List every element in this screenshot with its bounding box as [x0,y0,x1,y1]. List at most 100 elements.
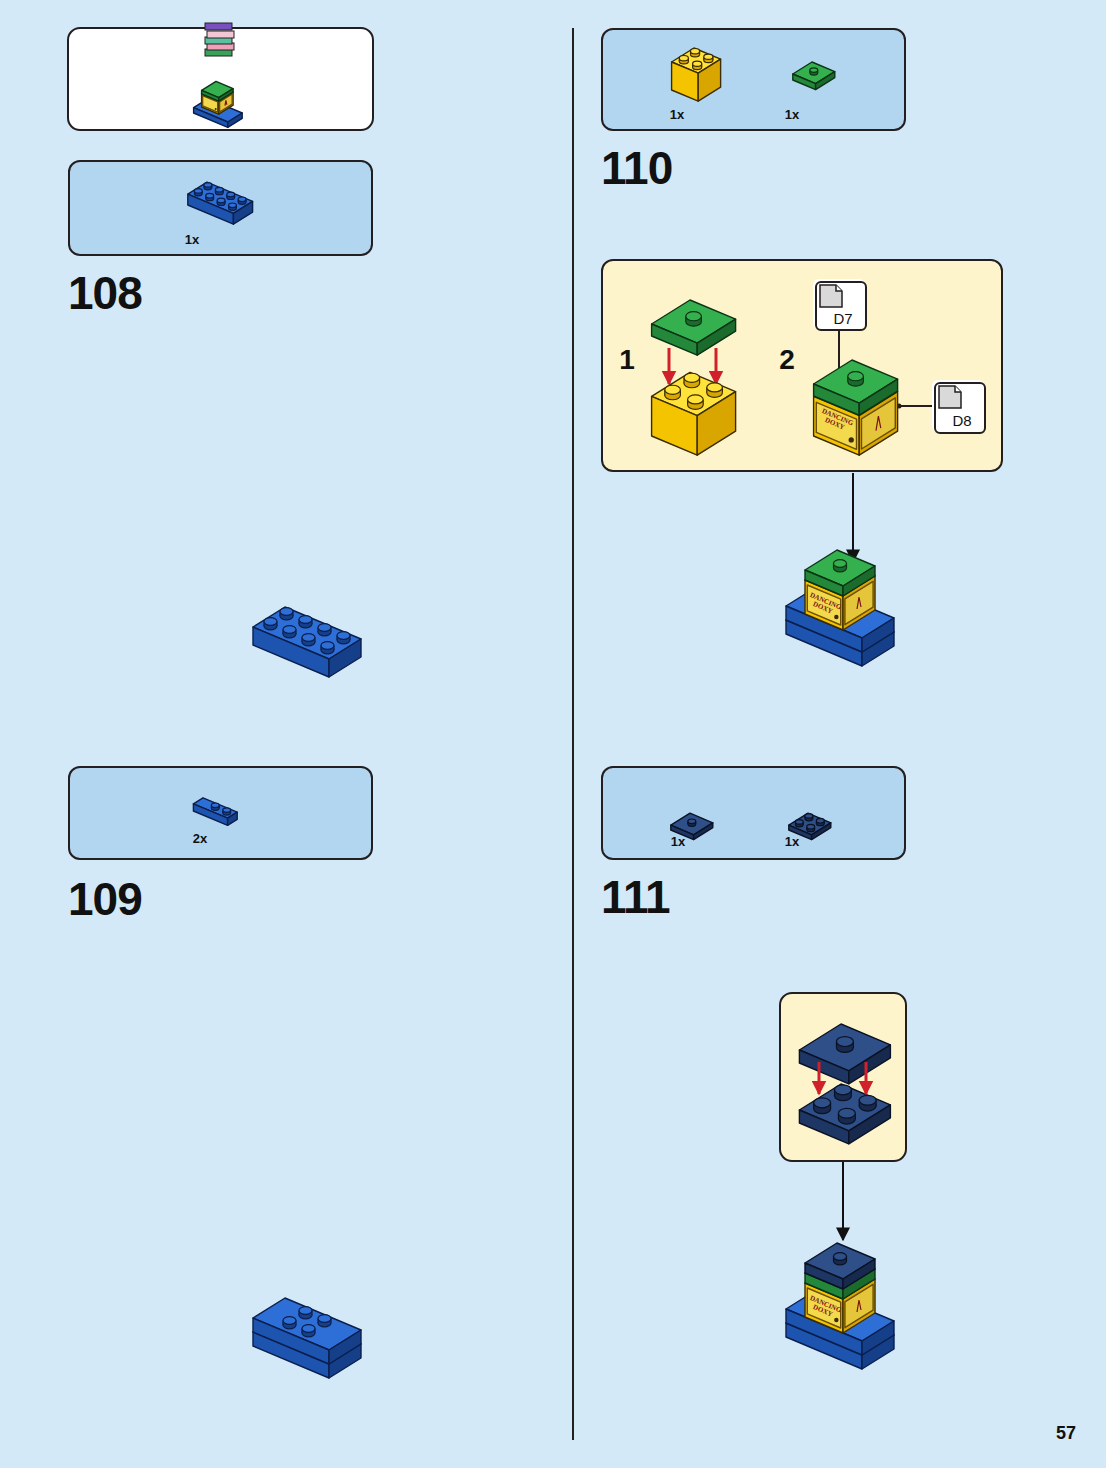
callout-panel [780,993,906,1161]
sticker-number: D7 [833,311,852,326]
stud [229,203,237,210]
lego-part [253,1298,361,1364]
stud [707,383,723,398]
leader-line [900,405,932,407]
parts-list: 2x [68,766,373,860]
lego-part [652,372,736,455]
assembly-arrow [715,348,718,384]
parts-list: 1x1x [601,766,906,860]
part-side [219,89,233,102]
step-number: 110 [601,145,672,191]
stud [704,54,713,62]
divider-line [572,28,574,1440]
stud [215,187,223,194]
sticker-print: DANCING DOXY [805,592,844,619]
stud [299,1307,312,1319]
part-side [228,113,242,127]
stud [283,626,296,638]
part-side [816,72,835,90]
sticker-icon [939,386,961,408]
parts-list: 1x [68,160,373,256]
sub-step-number: 2 [779,346,795,374]
part-side [694,823,713,840]
stud [223,808,231,815]
stud [299,616,312,628]
step-number: 109 [68,876,142,922]
stud [686,312,702,327]
lego-part [188,182,253,224]
callout-panel [601,259,1003,472]
stud [834,1253,847,1265]
parts-list: 1x1x [601,28,906,131]
sticker-number: D8 [952,413,971,428]
sticker-callout: D7 [815,281,867,331]
parts-panel [601,766,906,860]
stud [693,61,702,69]
step-arrow [842,1162,844,1240]
lego-part [253,607,361,677]
lego-part [814,360,898,415]
part-side [843,1259,875,1289]
part-side [188,194,234,224]
parts-panel [601,28,906,131]
stud [859,1095,876,1111]
sticker-print: DANCING DOXY [817,408,856,435]
assembly-arrow [818,1062,821,1094]
stud [684,373,700,388]
stud [795,820,803,827]
part-side [814,384,860,415]
sub-step-callout: D7D8 1 2 [601,259,1003,472]
brick-illustrations [188,23,898,1378]
lego-part [805,550,875,596]
quantity: 1x [671,835,685,848]
stud [206,193,214,200]
lego-part [202,81,234,101]
part-side [843,566,875,596]
stud [211,803,219,810]
sticker-callout: D8 [934,382,986,434]
stud [816,818,824,825]
stud [814,1098,831,1114]
step-number: 111 [601,874,670,920]
lego-part [799,1084,890,1144]
assembly-arrow [668,348,671,384]
preview-box [68,28,373,130]
assembly-arrows [819,1062,866,1094]
page-number: 57 [1056,1424,1076,1442]
lego-part [799,1024,890,1084]
part-side [799,1050,848,1084]
quantity: 1x [785,108,799,121]
lego-part [193,798,237,826]
stud [807,824,815,831]
sticker-print: DANCING DOXY [805,1295,844,1322]
part-side [193,804,227,826]
part-side [202,90,219,101]
step-number: 108 [68,270,142,316]
stud [318,624,331,636]
quantity: 2x [193,832,207,845]
stud [321,642,334,654]
stud [834,560,847,572]
panel-backgrounds [68,28,1003,1440]
sub-step-number: 1 [619,346,635,374]
stud [665,385,681,400]
lego-part [805,1243,875,1289]
step-arrow [852,473,854,562]
part-side [652,324,698,355]
lego-part [672,48,721,101]
book [205,23,232,30]
stud [283,1317,296,1329]
assembly-arrow [865,1062,868,1094]
part-side [793,74,816,90]
stud [835,1085,852,1101]
sticker-icon [836,285,842,291]
sticker-icon [955,386,961,392]
book [207,31,234,38]
stud [848,372,864,387]
part-side [862,618,894,652]
parts-panel [68,766,373,860]
sticker-icon [820,285,842,307]
part-side [329,1330,361,1364]
stud [194,189,202,196]
